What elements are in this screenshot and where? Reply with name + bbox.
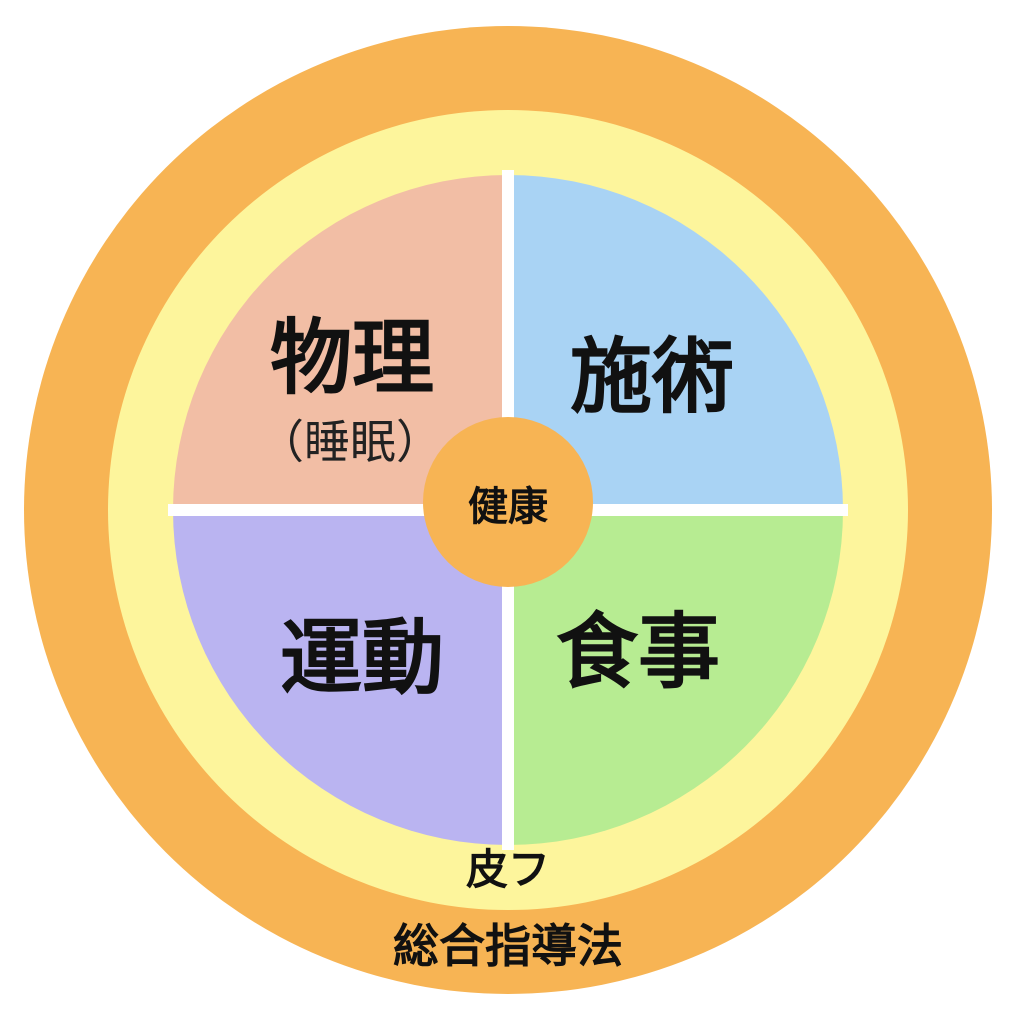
exercise-label: 運動 [280, 611, 444, 706]
quadrant-exercise [173, 510, 508, 845]
general-guidance-label: 総合指導法 [393, 919, 623, 973]
health-label: 健康 [468, 484, 548, 530]
quadrant-physics [173, 175, 508, 510]
physics-label: 物理 [270, 311, 434, 406]
skin-label: 皮フ [466, 845, 550, 894]
quadrant-treatment [508, 175, 843, 510]
sleep-label: （睡眠） [258, 415, 442, 469]
diet-label: 食事 [556, 605, 720, 700]
quadrant-diet [508, 510, 843, 845]
center-circle [423, 417, 593, 587]
treatment-label: 施術 [570, 330, 734, 425]
